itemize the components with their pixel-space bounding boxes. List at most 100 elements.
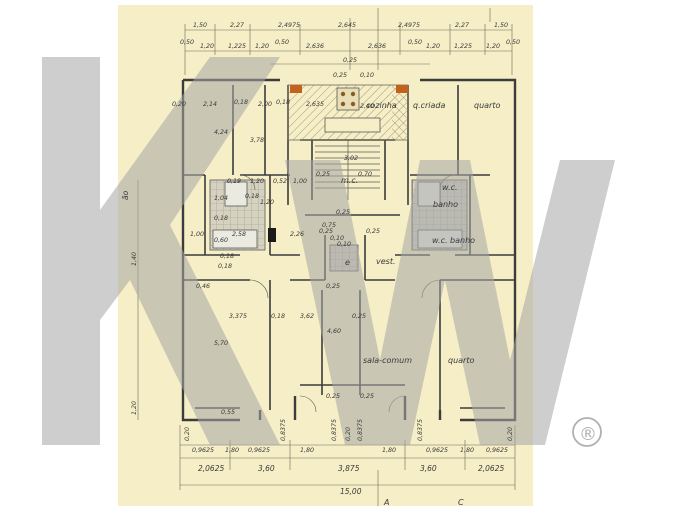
svg-text:0,50: 0,50 xyxy=(275,39,289,46)
svg-text:0,25: 0,25 xyxy=(326,393,340,400)
dim-row-top2: 0,50 1,20 1,225 1,20 0,50 2,636 2,636 0,… xyxy=(180,39,520,50)
svg-text:0,18: 0,18 xyxy=(220,253,234,260)
svg-text:e: e xyxy=(345,258,350,267)
svg-text:1,20: 1,20 xyxy=(426,43,440,50)
svg-text:5,70: 5,70 xyxy=(214,340,228,347)
svg-text:1,20: 1,20 xyxy=(250,178,264,185)
svg-text:3,78: 3,78 xyxy=(250,137,264,144)
svg-text:3,60: 3,60 xyxy=(420,464,437,473)
svg-text:2,26: 2,26 xyxy=(290,231,304,238)
svg-text:0,60: 0,60 xyxy=(214,237,228,244)
svg-text:1,20: 1,20 xyxy=(200,43,214,50)
svg-text:0,25: 0,25 xyxy=(333,72,347,79)
svg-text:3,02: 3,02 xyxy=(344,155,358,162)
svg-text:0,10: 0,10 xyxy=(360,72,374,79)
svg-text:0,50: 0,50 xyxy=(408,39,422,46)
dim-left-1: 1,40 xyxy=(131,252,138,266)
svg-text:1,00: 1,00 xyxy=(293,178,307,185)
svg-text:0,25: 0,25 xyxy=(336,209,350,216)
svg-text:vest.: vest. xyxy=(376,257,396,266)
counter xyxy=(324,117,381,133)
svg-text:0,10: 0,10 xyxy=(330,235,344,242)
svg-text:0,8375: 0,8375 xyxy=(280,419,287,441)
dim-left-cut: ão xyxy=(121,190,130,200)
svg-text:w.c. banho: w.c. banho xyxy=(432,236,475,245)
svg-text:0,8375: 0,8375 xyxy=(357,419,364,441)
svg-text:2,40: 2,40 xyxy=(360,103,374,110)
interior-dims: 0,20 2,14 0,18 2,00 0,18 2,635 0,25 0,10… xyxy=(172,72,380,416)
svg-text:0,20: 0,20 xyxy=(172,101,186,108)
svg-text:1,225: 1,225 xyxy=(228,43,246,50)
svg-text:1,04: 1,04 xyxy=(214,195,228,202)
registered-mark-circle xyxy=(572,417,602,447)
section-letter-c: C xyxy=(458,498,464,506)
svg-text:0,20: 0,20 xyxy=(345,427,352,441)
svg-text:0,9625: 0,9625 xyxy=(426,447,448,454)
svg-text:0,55: 0,55 xyxy=(221,409,235,416)
svg-text:2,00: 2,00 xyxy=(258,101,272,108)
svg-text:2,58: 2,58 xyxy=(232,231,246,238)
dim-total: 15,00 xyxy=(340,487,362,496)
svg-text:1,20: 1,20 xyxy=(255,43,269,50)
svg-text:0,25: 0,25 xyxy=(352,313,366,320)
svg-text:0,18: 0,18 xyxy=(276,99,290,106)
svg-text:1,80: 1,80 xyxy=(300,447,314,454)
svg-text:0,52: 0,52 xyxy=(273,178,287,185)
svg-text:1,50: 1,50 xyxy=(193,22,207,29)
svg-text:0,25: 0,25 xyxy=(326,283,340,290)
svg-text:0,9625: 0,9625 xyxy=(192,447,214,454)
dim-left-2: 1,20 xyxy=(131,401,138,415)
room-labels: cozinha q.criada quarto m.c. w.c. banho … xyxy=(341,101,500,365)
section-letter-a: A xyxy=(383,498,389,506)
svg-text:0,18: 0,18 xyxy=(245,193,259,200)
svg-text:3,60: 3,60 xyxy=(258,464,275,473)
svg-text:0,18: 0,18 xyxy=(271,313,285,320)
svg-text:0,9625: 0,9625 xyxy=(248,447,270,454)
svg-text:0,20: 0,20 xyxy=(184,427,191,441)
bathtub-left xyxy=(212,229,258,249)
svg-text:1,80: 1,80 xyxy=(460,447,474,454)
svg-text:0,25: 0,25 xyxy=(319,228,333,235)
svg-text:0,18: 0,18 xyxy=(218,263,232,270)
svg-text:1,20: 1,20 xyxy=(260,199,274,206)
registered-mark: ® xyxy=(579,424,597,445)
toilet-left xyxy=(224,181,248,207)
svg-text:2,14: 2,14 xyxy=(203,101,217,108)
svg-text:0,8375: 0,8375 xyxy=(417,419,424,441)
dimension-lines-top xyxy=(184,8,513,75)
svg-text:0,18: 0,18 xyxy=(234,99,248,106)
svg-text:0,50: 0,50 xyxy=(180,39,194,46)
svg-text:0,25: 0,25 xyxy=(366,228,380,235)
svg-text:quarto: quarto xyxy=(448,356,474,365)
svg-text:2,635: 2,635 xyxy=(306,101,324,108)
svg-text:2,636: 2,636 xyxy=(306,43,324,50)
svg-text:0,18: 0,18 xyxy=(214,215,228,222)
svg-text:1,225: 1,225 xyxy=(454,43,472,50)
svg-text:3,875: 3,875 xyxy=(338,464,360,473)
svg-text:0,75: 0,75 xyxy=(322,222,336,229)
fixture-left xyxy=(268,228,276,242)
svg-text:2,4975: 2,4975 xyxy=(278,22,300,29)
svg-text:w.c.: w.c. xyxy=(442,183,458,192)
svg-text:0,25: 0,25 xyxy=(360,393,374,400)
dim-row-bottom1: 0,20 0,9625 1,80 0,9625 0,8375 1,80 0,83… xyxy=(184,419,514,454)
svg-text:4,60: 4,60 xyxy=(327,328,341,335)
svg-text:sala-comum: sala-comum xyxy=(363,356,412,365)
svg-text:3,375: 3,375 xyxy=(229,313,247,320)
svg-text:2,636: 2,636 xyxy=(368,43,386,50)
chimney-left xyxy=(290,85,302,93)
svg-text:0,10: 0,10 xyxy=(337,241,351,248)
svg-text:3,62: 3,62 xyxy=(300,313,314,320)
dim-row-bottom2: 2,0625 3,60 3,875 3,60 2,0625 xyxy=(198,464,504,473)
svg-text:2,0625: 2,0625 xyxy=(478,464,504,473)
svg-text:1,50: 1,50 xyxy=(494,22,508,29)
kw-watermark-logo xyxy=(42,57,615,445)
svg-text:2,27: 2,27 xyxy=(455,22,469,29)
svg-text:quarto: quarto xyxy=(474,101,500,110)
svg-text:0,19: 0,19 xyxy=(227,178,241,185)
svg-text:0,9625: 0,9625 xyxy=(486,447,508,454)
svg-text:0,70: 0,70 xyxy=(358,171,372,178)
svg-text:2,645: 2,645 xyxy=(338,22,356,29)
kitchen-hatch-2 xyxy=(392,85,408,140)
